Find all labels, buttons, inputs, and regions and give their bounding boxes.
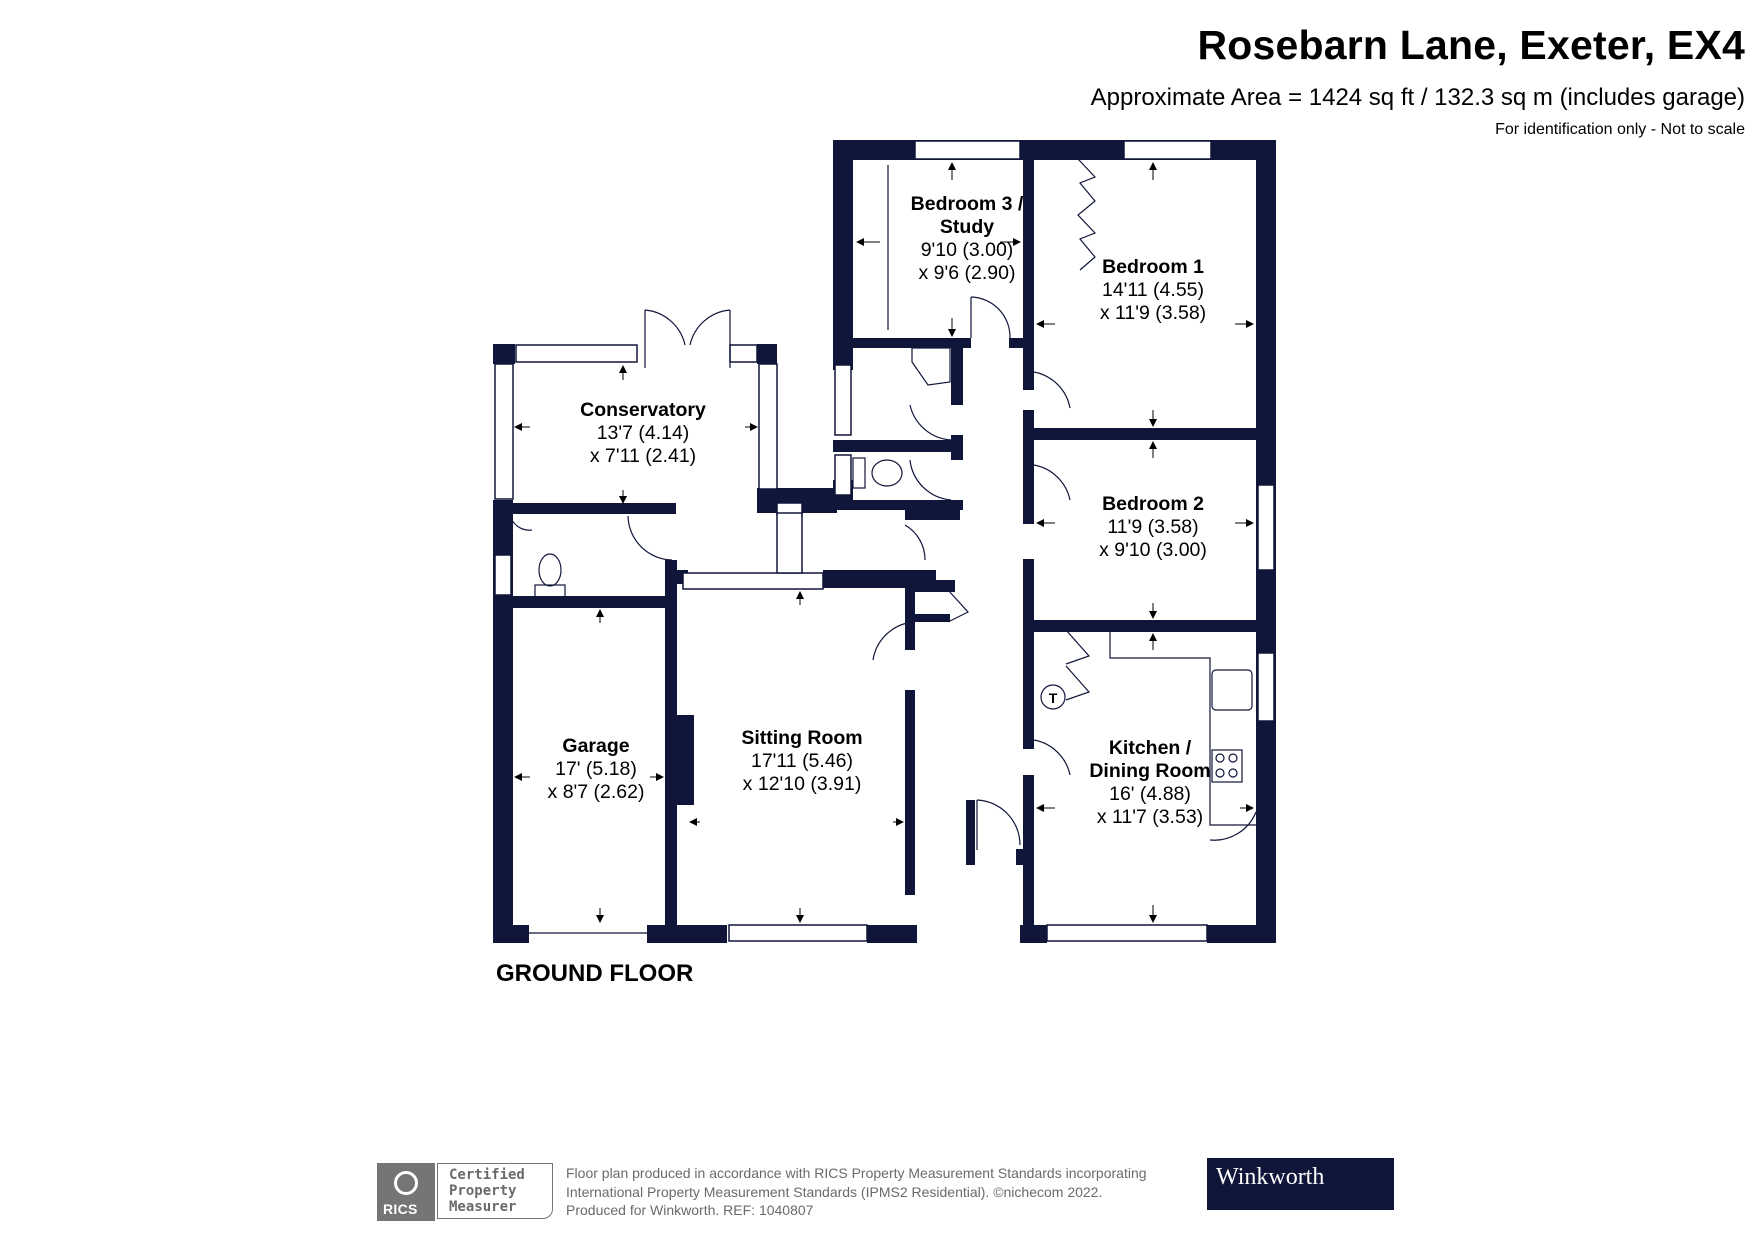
- room-bedroom-2: Bedroom 2 11'9 (3.58) x 9'10 (3.00): [1099, 493, 1207, 561]
- room-conservatory: Conservatory 13'7 (4.14) x 7'11 (2.41): [580, 399, 706, 467]
- windows: [494, 140, 1275, 942]
- dimension-arrows: [514, 162, 1254, 923]
- rics-logo: RICS: [377, 1163, 435, 1221]
- approximate-area: Approximate Area = 1424 sq ft / 132.3 sq…: [1090, 84, 1745, 111]
- room-garage: Garage 17' (5.18) x 8'7 (2.62): [547, 735, 645, 803]
- room-bedroom-3: Bedroom 3 / Study 9'10 (3.00) x 9'6 (2.9…: [910, 193, 1024, 284]
- floor-label: GROUND FLOOR: [496, 960, 694, 987]
- room-sitting-room: Sitting Room 17'11 (5.46) x 12'10 (3.91): [741, 727, 863, 795]
- winkworth-logo: Winkworth: [1207, 1158, 1394, 1210]
- doors-and-fixtures: [511, 158, 1257, 934]
- room-bedroom-1: Bedroom 1 14'11 (4.55) x 11'9 (3.58): [1099, 256, 1207, 324]
- scale-disclaimer: For identification only - Not to scale: [1495, 121, 1745, 138]
- property-title: Rosebarn Lane, Exeter, EX4: [1197, 22, 1745, 68]
- rics-lion-icon: [394, 1171, 418, 1195]
- footer-disclaimer: Floor plan produced in accordance with R…: [566, 1165, 1147, 1218]
- boiler-symbol: T: [1049, 690, 1058, 706]
- certified-measurer-badge: Certified Property Measurer: [437, 1163, 553, 1219]
- room-kitchen-dining: Kitchen / Dining Room 16' (4.88) x 11'7 …: [1089, 737, 1211, 828]
